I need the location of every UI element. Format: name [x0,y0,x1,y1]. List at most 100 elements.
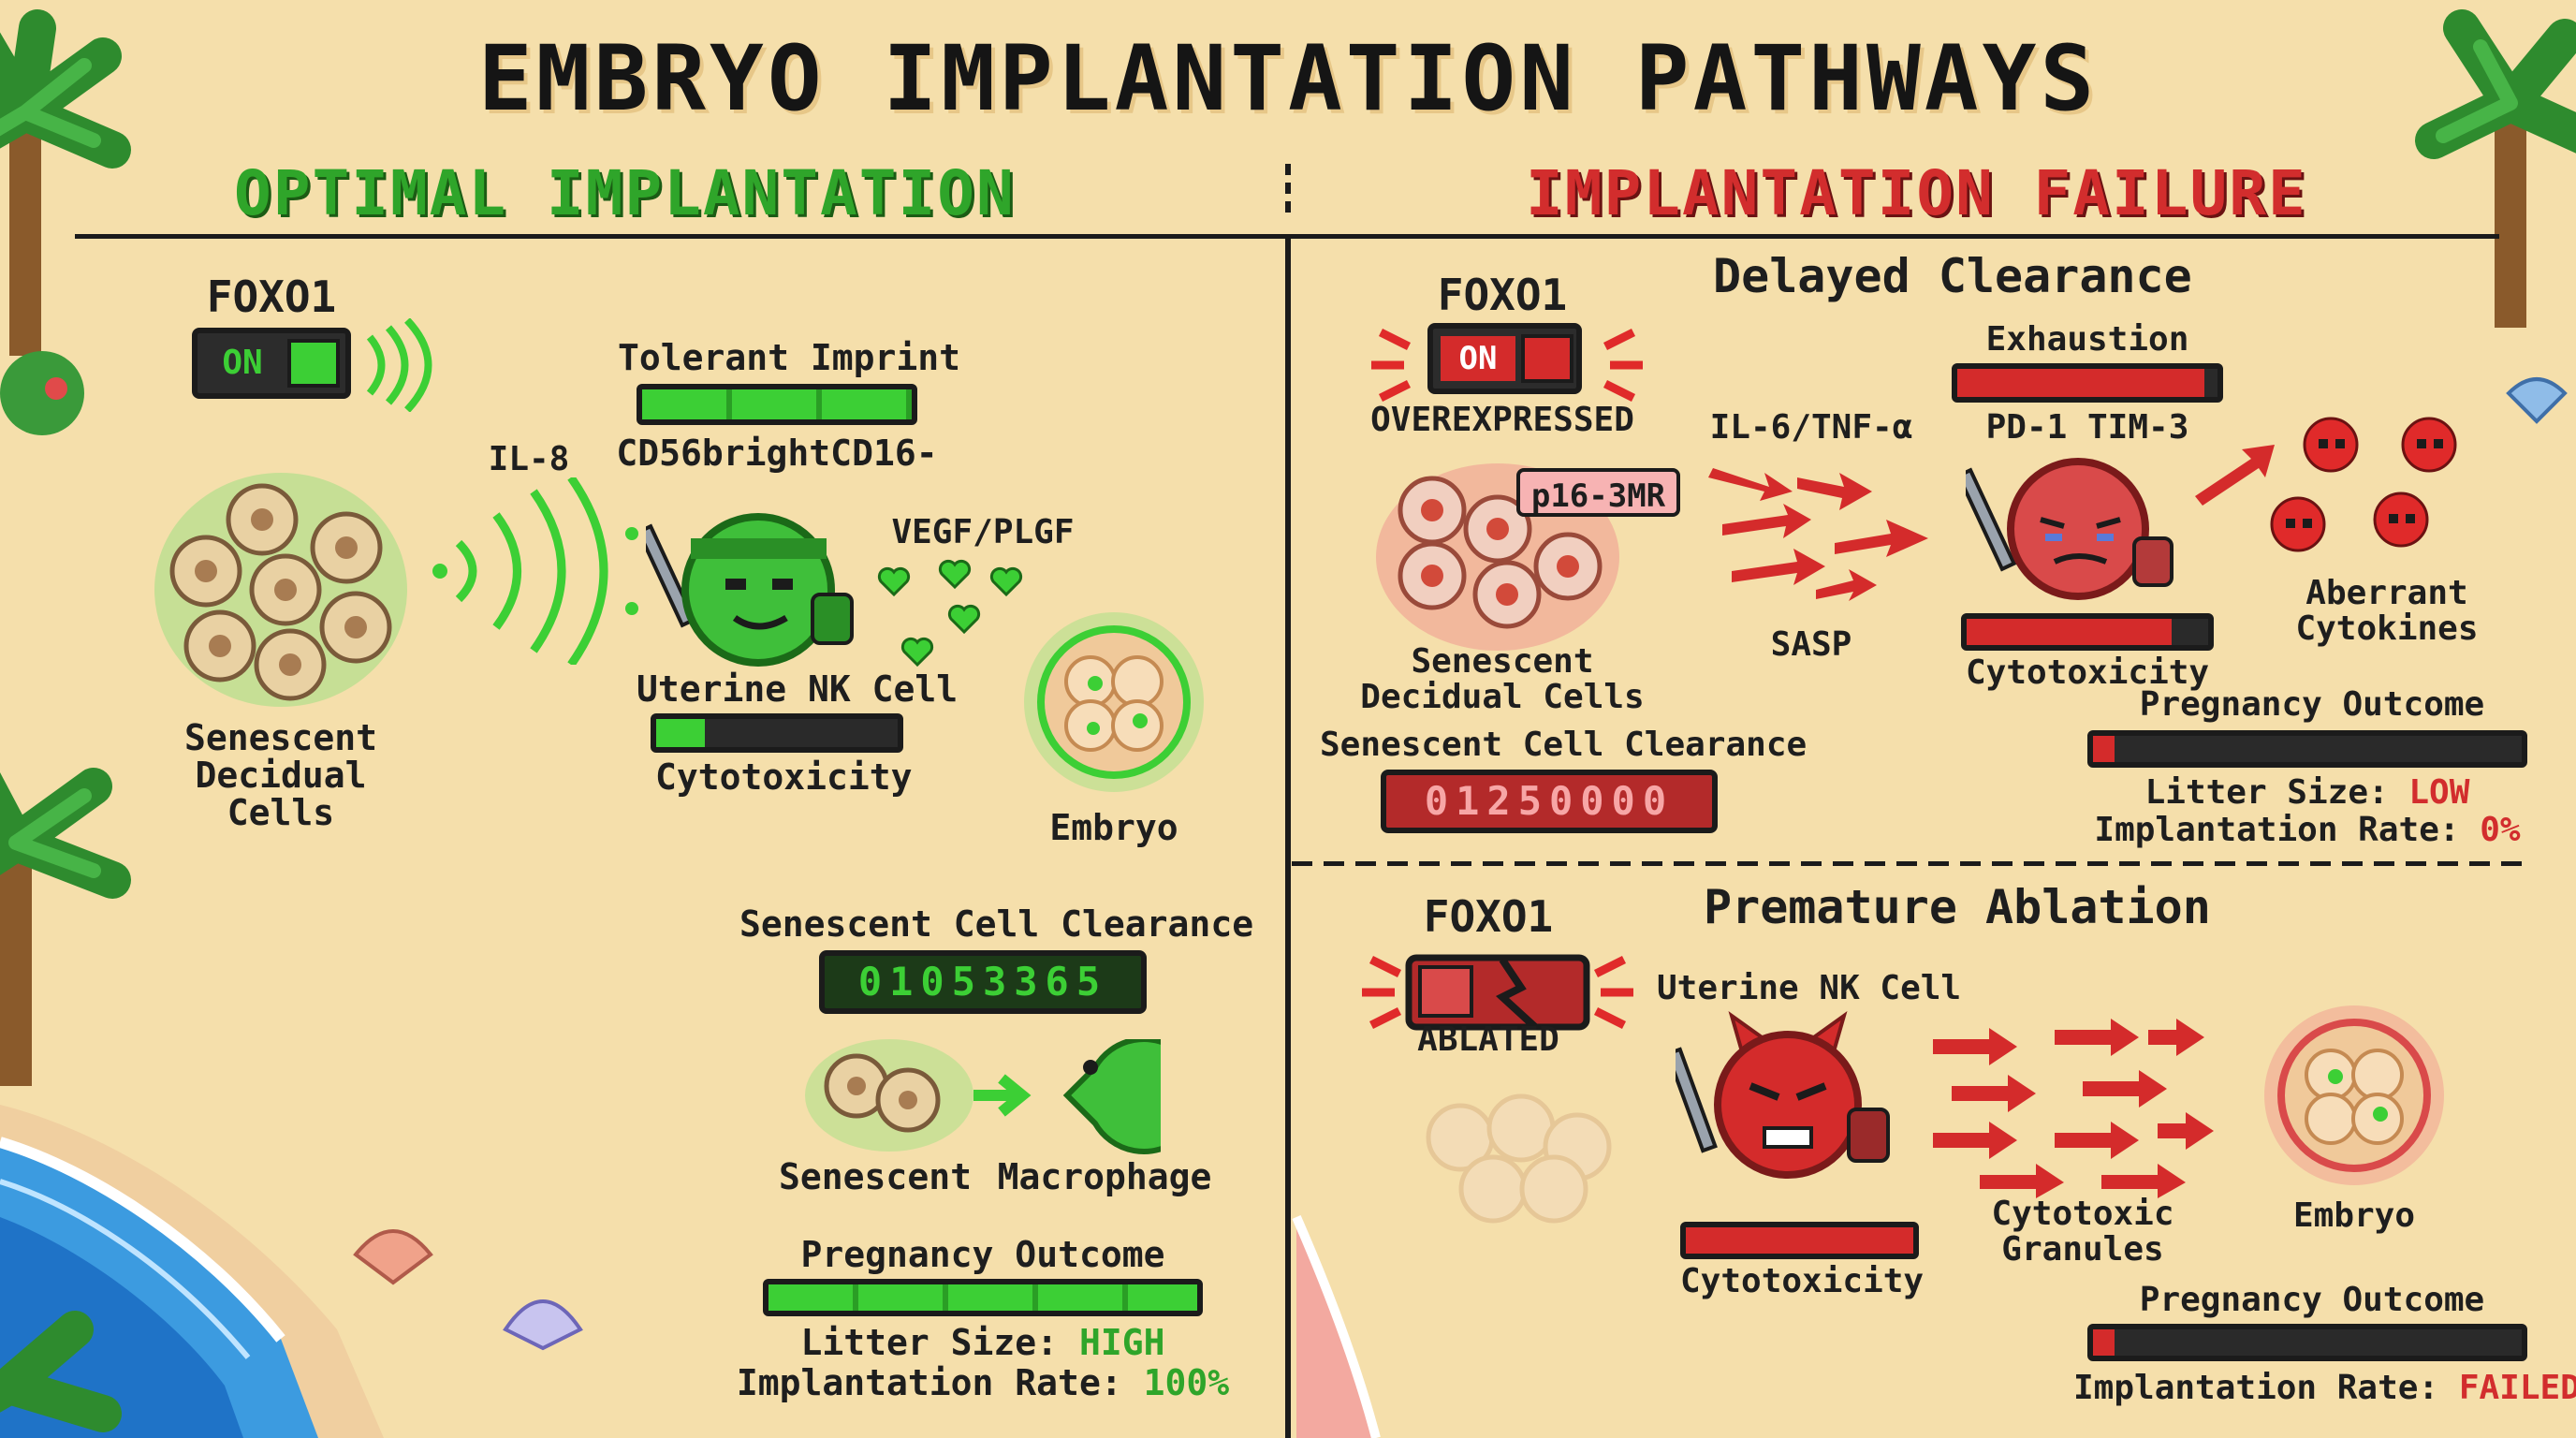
delayed-outcome-bar [2087,730,2527,768]
rate-value: 0% [2480,811,2521,849]
hearts-icon [877,559,1023,668]
palm-tree-icon [0,9,131,356]
alert-burst-icon [1371,328,1643,403]
delayed-outcome-fill [2093,736,2115,762]
vegf-label: VEGF/PLGF [891,513,1075,551]
exhaustion-fill [1957,369,2205,397]
foxo1-label: FOXO1 [206,271,337,322]
p16-3mr-badge: p16-3MR [1516,468,1680,517]
optimal-heading: OPTIMAL IMPLANTATION [234,157,1016,229]
toggle-on-text: ON [222,344,263,382]
macrophage-clearance-icon [805,1039,1161,1154]
premature-outcome-bar [2087,1324,2527,1361]
exhausted-nk-cell-character-icon [1966,458,2174,600]
delayed-implantation-rate: Implantation Rate: 0% [2087,811,2527,849]
delayed-foxo1-toggle[interactable]: ON [1427,323,1582,394]
il8-signal-waves-icon [432,477,638,665]
broken-toggle-icon [1362,954,1633,1031]
tolerant-imprint-bar [637,384,917,425]
optimal-embryo-label: Embryo [1049,807,1178,848]
checkpoint-label: PD-1 TIM-3 [1985,408,2189,447]
exhaustion-bar [1952,363,2223,403]
ablated-cells-faded-icon [1426,1093,1612,1224]
toggle-on-text: ON [1441,336,1515,381]
optimal-outcome-bar [763,1279,1203,1316]
aberrant-cytokines-label: Aberrant Cytokines [2295,574,2479,648]
signal-waves-icon [366,318,432,412]
dotted-divider [1285,164,1291,220]
premature-outcome-fill [2093,1329,2115,1356]
rate-key: Implantation Rate: [736,1362,1144,1403]
delayed-foxo1-label: FOXO1 [1437,270,1568,320]
delayed-litter-size: Litter Size: LOW [2087,773,2527,812]
delayed-clearance-counter: 01250000 [1381,770,1718,833]
optimal-implantation-rate: Implantation Rate: 100% [730,1362,1236,1403]
delayed-clearance-heading: Delayed Clearance [1713,249,2192,303]
palm-tree-icon [2415,9,2576,328]
delayed-cytotoxicity-label: Cytotoxicity [1966,653,2210,692]
uterine-nk-cell-character-icon [646,513,854,667]
optimal-outcome-label: Pregnancy Outcome [800,1234,1165,1275]
premature-implantation-rate: Implantation Rate: FAILED [2073,1369,2576,1407]
nk-cell-label: Uterine NK Cell [637,668,959,710]
overexpressed-label: OVEREXPRESSED [1370,401,1634,439]
aggressive-nk-cell-character-icon [1676,1011,1890,1179]
litter-value: HIGH [1078,1322,1165,1363]
premature-embryo-icon [2264,1005,2444,1185]
macrophage-label: Macrophage [997,1156,1212,1197]
delayed-clearance-label: Senescent Cell Clearance [1320,726,1808,764]
seashell-icon [2506,377,2568,424]
tolerant-imprint-label: Tolerant Imprint [618,337,961,378]
optimal-outcome-fill [768,1284,1197,1311]
optimal-cytotoxicity-label: Cytotoxicity [655,756,913,798]
premature-outcome-label: Pregnancy Outcome [2139,1281,2485,1319]
litter-value: LOW [2408,773,2470,812]
ablated-label: ABLATED [1417,1020,1559,1059]
optimal-litter-size: Litter Size: HIGH [730,1322,1236,1363]
tolerant-imprint-fill [642,389,912,419]
rate-value: FAILED [2458,1369,2576,1407]
sasp-label: SASP [1770,625,1852,664]
delayed-cytotoxicity-fill [1967,619,2173,645]
senescent-decidual-cells-label: Senescent Decidual Cells [184,717,377,833]
toggle-knob [1521,334,1573,383]
cd56-label: CD56brightCD16- [616,433,938,474]
failure-heading: IMPLANTATION FAILURE [1526,157,2307,229]
premature-nk-cell-label: Uterine NK Cell [1657,969,1962,1007]
optimal-clearance-label: Senescent Cell Clearance [739,903,1254,945]
seashell-icon [503,1299,583,1351]
palm-tree-icon [0,1311,122,1432]
seashell-icon [353,1229,433,1285]
toggle-knob [287,339,340,388]
premature-cytotoxicity-bar [1680,1222,1919,1259]
premature-cytotoxicity-label: Cytotoxicity [1680,1262,1925,1300]
senescent-label: Senescent [779,1156,972,1197]
delayed-outcome-label: Pregnancy Outcome [2139,685,2485,724]
page-title: EMBRYO IMPLANTATION PATHWAYS [477,26,2099,131]
premature-cytotoxicity-fill [1686,1227,1913,1254]
bush-icon [0,351,84,435]
palm-tree-icon [0,768,131,1086]
il6-tnf-label: IL-6/TNF-α [1709,408,1913,447]
premature-ablation-heading: Premature Ablation [1704,880,2211,934]
premature-foxo1-label: FOXO1 [1423,891,1554,942]
foxo1-toggle[interactable]: ON [192,328,351,399]
aberrant-cytokines-skulls-icon [2195,417,2457,552]
rate-value: 100% [1143,1362,1230,1403]
rate-key: Implantation Rate: [2073,1369,2459,1407]
optimal-clearance-counter: 01053365 [819,950,1147,1014]
litter-key: Litter Size: [2144,773,2409,812]
premature-embryo-label: Embryo [2292,1196,2416,1235]
cytotoxic-granules-arrows-icon [1933,1019,2214,1198]
embryo-icon [1024,612,1204,792]
senescent-cell-cluster-icon [154,473,407,707]
dashed-divider [1292,861,2527,866]
delayed-senescent-cells-label: Senescent Decidual Cells [1360,642,1645,716]
rate-key: Implantation Rate: [2094,811,2481,849]
optimal-cytotoxicity-fill [656,719,705,747]
vertical-divider [1285,234,1291,1438]
optimal-cytotoxicity-bar [651,713,903,753]
sasp-arrows-icon [1708,468,1928,601]
exhaustion-label: Exhaustion [1985,320,2189,359]
